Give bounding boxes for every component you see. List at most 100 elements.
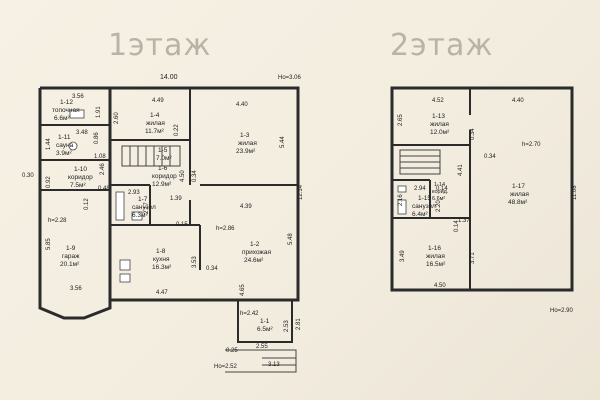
dim: 1.08 — [94, 154, 106, 160]
dim: 4.52 — [432, 98, 444, 104]
boiler-fixture — [69, 109, 85, 119]
height-mark: Но=2.52 — [214, 364, 238, 370]
dim: 0.34 — [206, 266, 218, 272]
dim: 2.55 — [256, 344, 268, 350]
floor1-outer-wall-left — [38, 88, 240, 320]
dim: 2.81 — [296, 318, 302, 330]
room-area: 20.1м² — [60, 261, 80, 268]
height-mark: Но=2.90 — [550, 308, 574, 314]
room-name: жилая — [426, 253, 445, 260]
room-name: кухня — [153, 256, 170, 263]
dim: h=2.28 — [48, 218, 67, 224]
stove — [119, 259, 131, 271]
dim: 1.91 — [96, 106, 102, 118]
dim: 2.93 — [128, 190, 140, 196]
dim: 4.40 — [512, 98, 524, 104]
dim: 4.50 — [180, 170, 186, 182]
room-id: 1-13 — [432, 113, 445, 120]
dim: 2.46 — [100, 163, 106, 175]
dim: 4.39 — [240, 204, 252, 210]
height-mark: Но=3.06 — [278, 75, 302, 81]
dim: 0.30 — [22, 173, 34, 179]
room-id: 1-1 — [260, 318, 270, 325]
room-id: 1-16 — [428, 245, 441, 252]
room-name: жилая — [430, 121, 449, 128]
room-area: 24.6м² — [244, 257, 264, 264]
dim: 5.44 — [280, 136, 286, 148]
room-id: 1-6 — [158, 165, 168, 172]
room-name: корид. — [432, 189, 449, 195]
room-id: 1-10 — [74, 166, 87, 173]
room-name: жилая — [510, 191, 529, 198]
room-name: жилая — [238, 140, 257, 147]
floor1-outer-wall — [40, 86, 300, 302]
overall-depth: 12.14 — [298, 184, 304, 200]
dim: 0.15 — [176, 222, 188, 228]
room-area: 7.5м² — [70, 182, 87, 189]
dim: 2.60 — [114, 112, 120, 124]
room-area: 23.9м² — [236, 148, 256, 155]
dim: 0.34 — [470, 128, 476, 140]
dim: 3.13 — [268, 362, 280, 368]
room-area: 48.8м² — [508, 199, 528, 206]
room-name: топочная — [52, 107, 80, 114]
room-id: 1-11 — [58, 134, 71, 141]
dim: 0.92 — [46, 176, 52, 188]
dim: h=2.86 — [216, 226, 235, 232]
dim: 2.94 — [414, 186, 426, 192]
dim: 5.48 — [288, 233, 294, 245]
room-id: 1-9 — [66, 245, 76, 252]
room-id: 1-17 — [512, 183, 525, 190]
floor1-dimensions: 14.00 Но=3.06 12.14 Но=2.52 3.56 1.91 3.… — [22, 74, 304, 370]
dim: 4.65 — [240, 284, 246, 296]
floor1-room-labels: 1-12 топочная 6.6м² 1-11 сауна 3.9м² 1-1… — [52, 99, 274, 333]
room-area: 12.0м² — [430, 129, 450, 136]
room-area: 6.6м² — [432, 196, 445, 202]
room-area: 16.5м² — [426, 261, 446, 268]
dim: 0.22 — [174, 124, 180, 136]
room-name: жилая — [146, 120, 165, 127]
room-name: сауна — [56, 142, 74, 149]
room-id: 1-5 — [158, 147, 168, 154]
dim: 2.16 — [398, 194, 404, 206]
room-name: коридор — [68, 174, 93, 181]
sink — [119, 273, 131, 283]
dim: 0.86 — [94, 132, 100, 144]
dim: 4.40 — [236, 102, 248, 108]
dim: 1.44 — [46, 138, 52, 150]
dim: h=2.42 — [240, 311, 259, 317]
dim: 4.50 — [434, 283, 446, 289]
floor2-dimensions: 11.08 Но=2.90 4.52 4.40 2.65 0.34 h=2.70… — [398, 98, 578, 314]
room-id: 1-2 — [250, 241, 260, 248]
toilet — [131, 211, 143, 221]
dim: 1.39 — [170, 196, 182, 202]
room-name: санузел — [132, 204, 156, 211]
dim: 0.34 — [484, 154, 496, 160]
stove-fixture — [68, 141, 78, 151]
room-id: 1-3 — [240, 132, 250, 139]
dim: 0.34 — [192, 170, 198, 182]
dim: 0.14 — [436, 186, 448, 192]
dim: 4.49 — [152, 98, 164, 104]
dim: 2.65 — [398, 114, 404, 126]
dim: 4.41 — [458, 164, 464, 176]
room-id: 1-7 — [138, 196, 148, 203]
room-area: 6.4м² — [412, 211, 429, 218]
staircase — [121, 145, 181, 167]
bathtub — [115, 191, 125, 221]
dim: 0.12 — [84, 198, 90, 210]
dim: 3.49 — [400, 250, 406, 262]
dim: 3.56 — [72, 94, 84, 100]
steps — [225, 349, 297, 373]
room-area: 3.9м² — [56, 150, 73, 157]
floor1-title: 1этаж — [108, 28, 212, 63]
room-id: 1-8 — [156, 248, 166, 255]
dim: 3.56 — [70, 286, 82, 292]
dim: 3.48 — [76, 130, 88, 136]
room-area: 6.6м² — [54, 115, 71, 122]
room-name: санузел — [412, 203, 436, 210]
bathtub — [397, 199, 407, 215]
floor1-plan — [38, 86, 300, 373]
dim: 2.53 — [284, 320, 290, 332]
